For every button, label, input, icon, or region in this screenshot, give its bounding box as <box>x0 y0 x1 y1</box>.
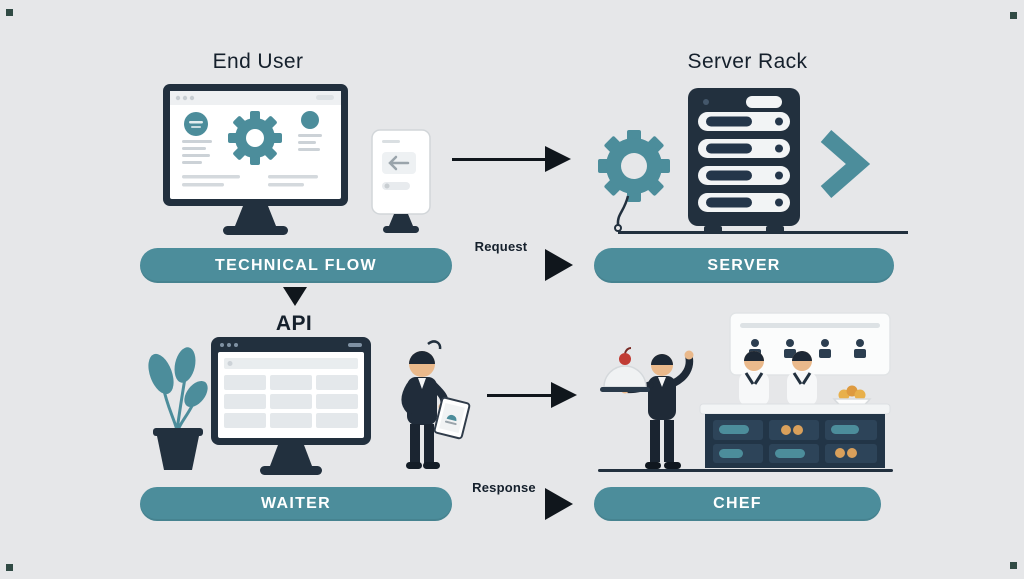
corner-mark <box>1010 12 1017 19</box>
request-label: Request <box>474 239 528 254</box>
screen-badge-icon <box>184 112 208 136</box>
corner-mark <box>1010 562 1017 569</box>
server-pill: SERVER <box>594 248 894 283</box>
request-arrowhead <box>545 249 573 281</box>
end-user-title: End User <box>212 50 304 73</box>
server-gear-icon <box>598 130 670 232</box>
chevron-right-icon <box>820 129 870 199</box>
api-monitor-illustration <box>211 337 371 475</box>
chef-figure <box>739 351 769 406</box>
plant-illustration <box>148 347 208 470</box>
tablet-illustration <box>371 129 431 233</box>
gear-icon <box>228 111 282 165</box>
response-label: Response <box>472 480 536 495</box>
cloche-icon <box>600 347 650 392</box>
kitchen-counter-illustration <box>699 403 891 468</box>
kitchen-ground-line <box>598 469 893 472</box>
chef-pill: CHEF <box>594 487 881 521</box>
server-rack-illustration <box>688 88 800 234</box>
waiter-label: WAITER <box>260 495 332 512</box>
waiter-pill: WAITER <box>140 487 452 521</box>
server-label: SERVER <box>707 256 781 274</box>
waiter-tablet-illustration <box>401 340 471 469</box>
corner-mark <box>6 564 13 571</box>
end-user-monitor-illustration <box>163 84 348 235</box>
chef-figure <box>787 351 817 406</box>
menu-board-illustration <box>729 312 891 376</box>
flow-arrow-end-user-to-server <box>452 158 546 161</box>
flow-arrowhead-top <box>545 146 571 172</box>
tablet-in-hand-icon <box>433 396 471 440</box>
waiter-cloche-illustration <box>600 347 694 469</box>
response-arrowhead <box>545 488 573 520</box>
flow-arrowhead-bottom <box>551 382 577 408</box>
flow-arrow-down <box>283 287 307 306</box>
arrow-left-icon <box>388 155 410 171</box>
corner-mark <box>6 9 13 16</box>
technical-flow-pill: TECHNICAL FLOW <box>140 248 452 283</box>
server-rack-title: Server Rack <box>687 50 808 73</box>
server-ground-line <box>618 231 908 234</box>
technical-flow-label: TECHNICAL FLOW <box>215 256 377 274</box>
screen-badge-icon <box>301 111 319 129</box>
api-title: API <box>275 312 313 335</box>
kitchen-scene-illustration <box>598 312 893 472</box>
flow-arrow-api-to-chef <box>487 394 553 397</box>
chef-label: CHEF <box>713 495 762 512</box>
